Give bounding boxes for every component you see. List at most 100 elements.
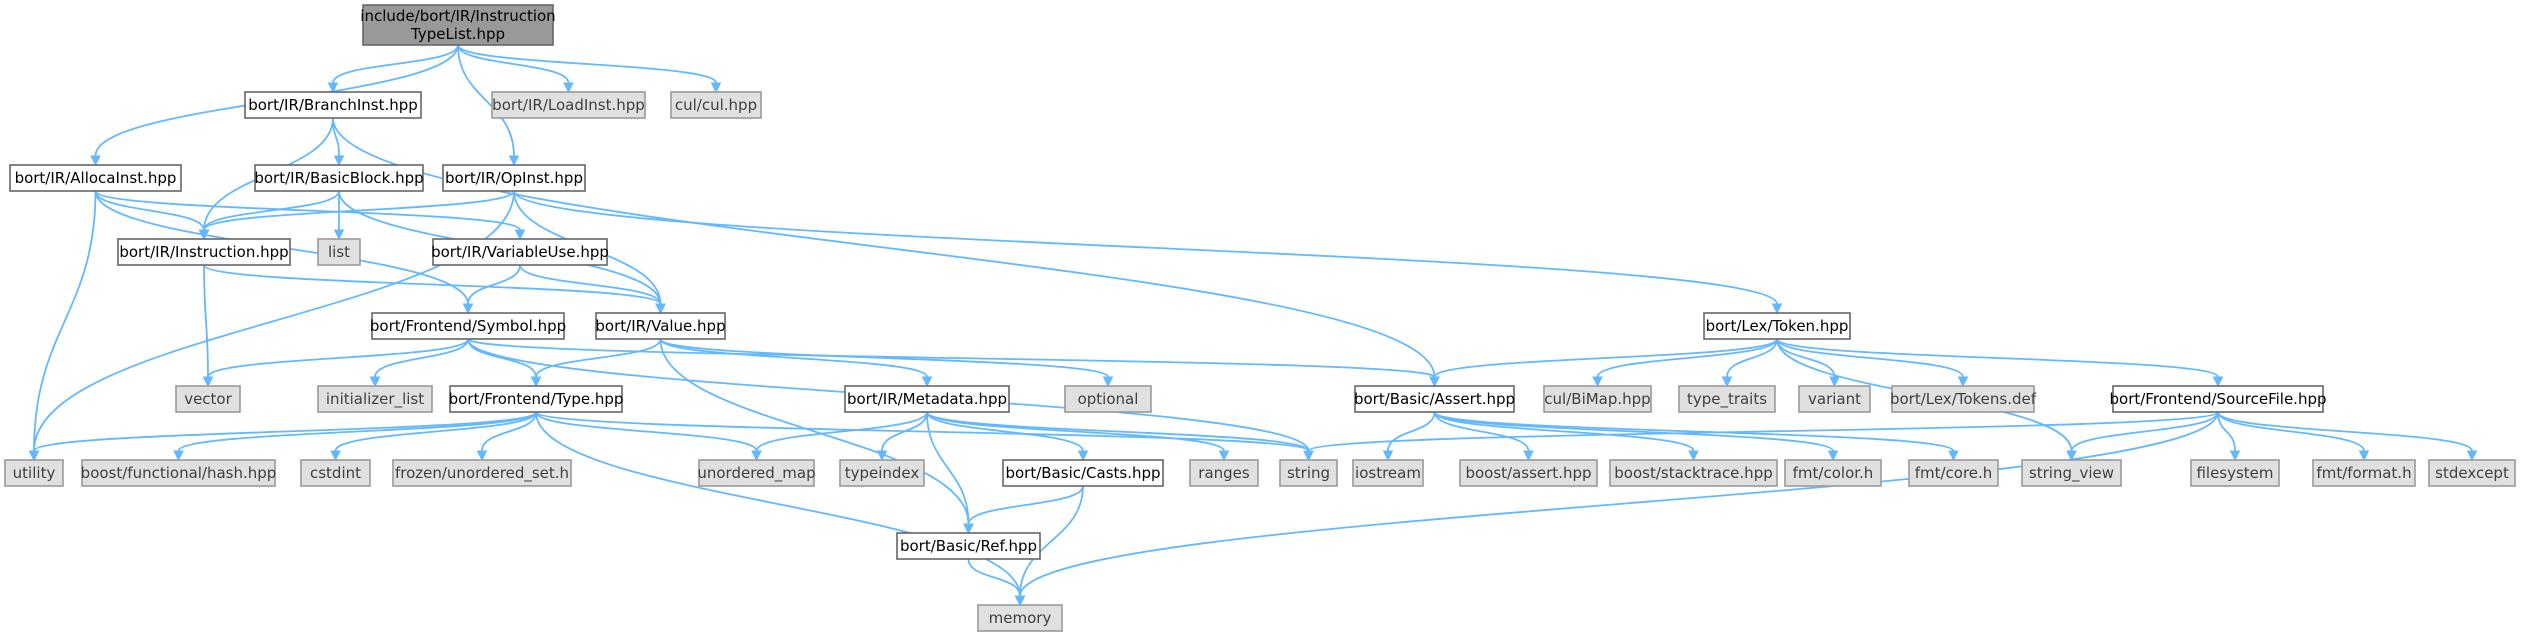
node-label-initlist: initializer_list (326, 390, 424, 409)
edge-arrowhead-basicblock-to-list (333, 229, 345, 241)
node-box-root (362, 4, 554, 46)
edge-metadata-to-ref (926, 411, 970, 525)
node-label-type: bort/Frontend/Type.hpp (449, 390, 624, 408)
node-sourcefile[interactable]: bort/Frontend/SourceFile.hpp (2110, 385, 2327, 413)
node-label-cstdint: cstdint (310, 464, 361, 482)
edge-type-to-hash (177, 411, 537, 452)
node-label-list: list (328, 243, 350, 261)
node-typeindex: typeindex (839, 459, 925, 487)
edge-value-to-ref (659, 338, 970, 525)
node-stacktrace: boost/stacktrace.hpp (1609, 459, 1778, 487)
node-frozen: frozen/unordered_set.h (392, 459, 572, 487)
node-box-iostream (1352, 459, 1424, 487)
edge-allocainst-to-utility (33, 190, 97, 452)
node-variableuse[interactable]: bort/IR/VariableUse.hpp (431, 238, 609, 266)
node-label-assert: bort/Basic/Assert.hpp (1354, 390, 1515, 408)
edge-value-to-type (535, 338, 662, 378)
node-opinst[interactable]: bort/IR/OpInst.hpp (442, 164, 586, 192)
edge-sourcefile-to-filesystem (2217, 411, 2236, 452)
node-label-fmtformat: fmt/format.h (2316, 464, 2411, 482)
node-assert[interactable]: bort/Basic/Assert.hpp (1354, 385, 1515, 413)
edge-arrowhead-type-to-hash (173, 450, 184, 462)
node-box-list (317, 238, 361, 266)
edge-type-to-frozen (481, 411, 537, 452)
edge-arrowhead-assert-to-iostream (1382, 450, 1394, 462)
edge-arrowhead-sourcefile-to-string (1303, 450, 1314, 462)
node-casts[interactable]: bort/Basic/Casts.hpp (1002, 459, 1164, 487)
edge-arrowhead-casts-to-ref (963, 523, 974, 535)
node-box-frozen (392, 459, 572, 487)
node-label-fmtcore: fmt/core.h (1915, 464, 1993, 482)
node-instruction[interactable]: bort/IR/Instruction.hpp (117, 238, 291, 266)
edges-layer (28, 44, 2478, 607)
node-label-sourcefile: bort/Frontend/SourceFile.hpp (2110, 390, 2327, 408)
node-branchinst[interactable]: bort/IR/BranchInst.hpp (244, 91, 422, 119)
node-label-branchinst: bort/IR/BranchInst.hpp (248, 96, 418, 114)
edge-arrowhead-sourcefile-to-filesystem (2229, 450, 2241, 462)
node-box-loadinst (491, 91, 646, 119)
edge-arrowhead-variableuse-to-symbol (462, 303, 474, 315)
node-box-basicblock (254, 164, 424, 192)
edge-arrowhead-metadata-to-casts (1077, 450, 1089, 462)
node-label-opinst: bort/IR/OpInst.hpp (445, 169, 583, 187)
edge-arrowhead-assert-to-boostassert (1523, 450, 1534, 462)
node-type[interactable]: bort/Frontend/Type.hpp (449, 385, 624, 413)
node-box-branchinst (244, 91, 422, 119)
node-label-typetraits: type_traits (1687, 390, 1767, 409)
node-label-stdexcept: stdexcept (2435, 464, 2509, 482)
edge-metadata-to-unorderedmap (755, 411, 928, 452)
node-ref[interactable]: bort/Basic/Ref.hpp (896, 532, 1041, 560)
node-typetraits: type_traits (1678, 385, 1776, 413)
edge-root-to-loadinst (457, 44, 570, 84)
node-label-variant: variant (1808, 390, 1861, 408)
node-basicblock[interactable]: bort/IR/BasicBlock.hpp (254, 164, 424, 192)
node-symbol[interactable]: bort/Frontend/Symbol.hpp (370, 312, 566, 340)
edge-assert-to-fmtcolor (1433, 411, 1834, 452)
edge-sourcefile-to-fmtformat (2217, 411, 2365, 452)
node-label-unorderedmap: unordered_map (697, 464, 815, 483)
node-fmtcolor: fmt/color.h (1784, 459, 1882, 487)
node-optional: optional (1064, 385, 1152, 413)
node-metadata[interactable]: bort/IR/Metadata.hpp (844, 385, 1010, 413)
node-value[interactable]: bort/IR/Value.hpp (595, 312, 726, 340)
node-label-metadata: bort/IR/Metadata.hpp (847, 390, 1007, 408)
node-box-token (1703, 312, 1851, 340)
node-box-memory (977, 604, 1063, 632)
edge-arrowhead-assert-to-fmtcolor (1827, 450, 1839, 462)
edge-metadata-to-string (926, 411, 1310, 452)
edge-metadata-to-typeindex (881, 411, 928, 452)
edge-arrowhead-value-to-optional (1102, 376, 1114, 388)
edge-symbol-to-initlist (374, 338, 469, 378)
edge-sourcefile-to-string (1307, 411, 2219, 452)
edge-value-to-metadata (659, 338, 928, 378)
node-tokensdef: bort/Lex/Tokens.def (1890, 385, 2037, 413)
edge-token-to-tokensdef (1776, 338, 1964, 378)
node-box-initlist (317, 385, 433, 413)
node-label-instruction: bort/IR/Instruction.hpp (119, 243, 288, 261)
node-label-root: TypeList.hpp (410, 25, 505, 43)
node-box-type (449, 385, 623, 413)
edge-basicblock-to-instruction (203, 190, 340, 231)
node-initlist: initializer_list (317, 385, 433, 413)
edge-type-to-unorderedmap (535, 411, 758, 452)
edge-arrowhead-sourcefile-to-fmtformat (2358, 450, 2370, 462)
edge-arrowhead-root-to-loadinst (563, 82, 574, 94)
edge-arrowhead-allocainst-to-variableuse (514, 229, 526, 241)
node-allocainst[interactable]: bort/IR/AllocaInst.hpp (9, 164, 182, 192)
node-label-allocainst: bort/IR/AllocaInst.hpp (15, 169, 177, 187)
node-token[interactable]: bort/Lex/Token.hpp (1703, 312, 1851, 340)
node-box-sourcefile (2112, 385, 2324, 413)
node-cstdint: cstdint (300, 459, 371, 487)
edge-instruction-to-vector (203, 264, 209, 378)
node-label-typeindex: typeindex (845, 464, 920, 482)
edge-variableuse-to-value (519, 264, 662, 305)
edge-arrowhead-opinst-to-token (1771, 303, 1783, 315)
edge-root-to-cul (457, 44, 717, 84)
node-fmtcore: fmt/core.h (1908, 459, 1999, 487)
node-label-memory: memory (989, 609, 1052, 627)
node-label-fmtcolor: fmt/color.h (1793, 464, 1874, 482)
edge-arrowhead-token-to-typetraits (1721, 376, 1733, 388)
node-box-casts (1002, 459, 1164, 487)
